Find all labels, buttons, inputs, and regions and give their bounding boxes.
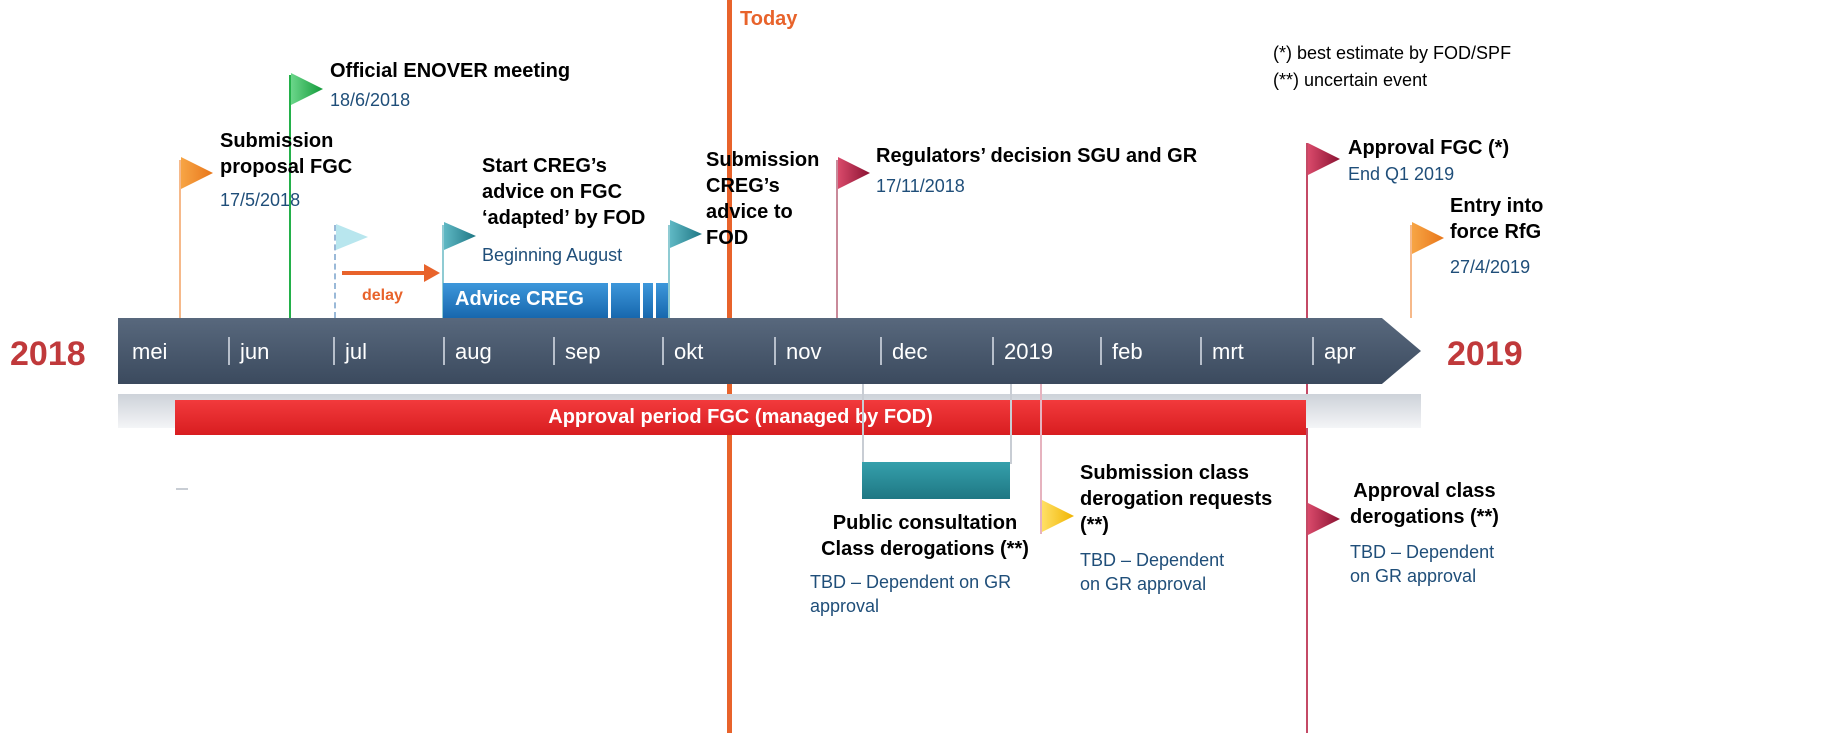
regulators-title: Regulators’ decision SGU and GR (876, 145, 1198, 167)
advice-bar-divider (608, 283, 611, 319)
guide-approval-fgc (1306, 143, 1308, 733)
year-2019: 2019 (1447, 335, 1523, 373)
start-creg-title: Start CREG’s advice on FGC ‘adapted’ by … (482, 155, 646, 229)
submission-fgc-date: 17/5/2018 (220, 190, 301, 210)
advice-bar-divider (640, 283, 643, 319)
year-2018: 2018 (10, 335, 86, 373)
legend-best-estimate: (*) best estimate by FOD/SPF (1273, 43, 1512, 63)
flag-submission-class-icon (1042, 500, 1074, 532)
advice-bar-divider (653, 283, 656, 319)
public-consultation-bar (862, 462, 1010, 499)
guide-delay-dashed (334, 225, 336, 318)
flag-submission-creg-icon (670, 220, 702, 248)
guide-entry-force (1410, 225, 1412, 318)
submission-creg-title: Submission CREG’s advice to FOD (706, 149, 820, 249)
legend: (*) best estimate by FOD/SPF (**) uncert… (1273, 40, 1511, 94)
approval-period-label: Approval period FGC (managed by FOD) (548, 406, 933, 428)
flag-delay-origin-icon (336, 224, 368, 250)
submission-class-title: Submission class derogation requests (**… (1080, 462, 1273, 536)
enover-date: 18/6/2018 (330, 90, 411, 110)
today-label: Today (740, 8, 798, 30)
start-creg-date: Beginning August (482, 245, 623, 265)
guide-regulators (836, 160, 838, 318)
approval-fgc-date: End Q1 2019 (1348, 164, 1455, 184)
delay-arrowhead-icon (424, 264, 440, 282)
flag-entry-force-icon (1412, 222, 1444, 254)
public-consult-title: Public consultation Class derogations (*… (821, 512, 1029, 560)
guide-start-creg (442, 225, 444, 318)
approval-class-date: TBD – Dependent on GR approval (1350, 542, 1495, 586)
guide-consult-left (862, 384, 864, 464)
regulators-date: 17/11/2018 (876, 176, 965, 196)
delay-label: delay (362, 287, 403, 304)
flag-start-creg-icon (444, 222, 476, 250)
public-consult-date: TBD – Dependent on GR approval (810, 572, 1012, 616)
legend-uncertain: (**) uncertain event (1273, 70, 1428, 90)
submission-fgc-title: Submission proposal FGC (220, 130, 353, 178)
approval-class-title: Approval class derogations (**) (1350, 480, 1499, 528)
guide-enover (289, 75, 291, 318)
advice-creg-label: Advice CREG (455, 288, 584, 310)
flag-enover-icon (291, 73, 323, 105)
flag-approval-fgc-icon (1308, 143, 1340, 175)
approval-period-bar: Approval period FGC (managed by FOD) (175, 400, 1306, 435)
approval-fgc-title: Approval FGC (*) (1348, 137, 1510, 159)
guide-consult-right (1010, 384, 1012, 464)
entry-force-title: Entry into force RfG (1450, 195, 1544, 243)
delay-arrow (342, 271, 428, 275)
guide-submission-creg (668, 225, 670, 318)
flag-approval-class-icon (1308, 503, 1340, 535)
entry-force-date: 27/4/2019 (1450, 257, 1531, 277)
small-dash (176, 488, 188, 490)
enover-title: Official ENOVER meeting (330, 60, 571, 82)
timeline-bar (118, 318, 1421, 384)
submission-class-date: TBD – Dependent on GR approval (1080, 550, 1225, 594)
advice-creg-bar: Advice CREG (443, 283, 668, 319)
guide-submission-fgc (179, 160, 181, 318)
guide-submission-class (1040, 384, 1042, 534)
flag-submission-fgc-icon (181, 157, 213, 189)
flag-regulators-icon (838, 157, 870, 189)
